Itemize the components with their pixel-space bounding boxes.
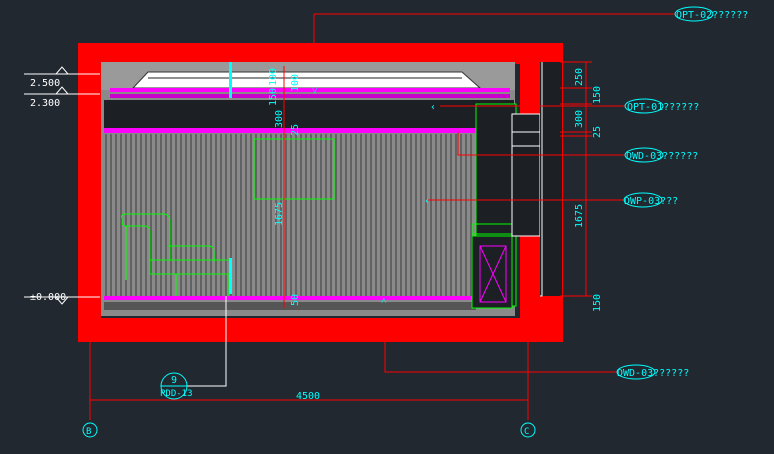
grid-axis-right-circle: [520, 422, 536, 438]
leader-dwd03-top: [457, 132, 626, 156]
leader-section: [186, 296, 227, 387]
leader-dwd03-bottom: [384, 342, 618, 373]
right-void-outline: [540, 62, 543, 297]
callout-bubble-opt02: [674, 6, 714, 22]
total-width-label: 4500: [296, 391, 320, 402]
right-dimension-ticks: [560, 61, 592, 297]
wall-picture-frame: [253, 138, 335, 200]
ceiling-magenta-band-2: [110, 94, 510, 98]
dim-250: 250: [574, 68, 585, 86]
right-wall-lower-block: [520, 234, 540, 318]
dim-1675: 1675: [574, 204, 585, 228]
header-dark-band: [104, 100, 514, 132]
inner-dim-150: 150: [268, 88, 279, 106]
right-void: [540, 62, 562, 296]
callout-dwd03-top-label: DWD-03??????: [626, 151, 698, 162]
inner-dim-1675: 1675: [274, 202, 285, 226]
inner-dim-100: 100: [268, 68, 279, 86]
inner-dim-25: 25: [290, 124, 301, 136]
callout-opt02-label: OPT-02??????: [676, 10, 748, 21]
callout-opt01-label: OPT-01??????: [627, 102, 699, 113]
dim-150-a: 150: [592, 86, 603, 104]
wall-panelling: [105, 134, 472, 296]
callout-dwp03-label: DWP-03???: [624, 196, 678, 207]
grid-axis-left-circle: [82, 422, 98, 438]
dim-150-b: 150: [592, 294, 603, 312]
dim-25: 25: [592, 126, 603, 138]
skirting-magenta: [104, 296, 476, 300]
inner-dim-50: 50: [290, 294, 301, 306]
leader-opt02: [313, 13, 676, 43]
right-column: [511, 113, 541, 237]
callout-bubble-dwd03-bottom: [616, 364, 656, 380]
section-mark-bottom: PDD-13: [160, 389, 193, 399]
ceiling-marker: [229, 62, 232, 98]
grid-axis-left-label: B: [86, 427, 91, 437]
level-marks: [24, 66, 100, 305]
wall-top-edge: [515, 62, 563, 64]
arrow-mark-opt01: ‹: [430, 102, 436, 113]
grid-axis-right-label: C: [524, 427, 529, 437]
callout-bubble-opt01: [624, 98, 664, 114]
callout-bubble-dwd03-top: [624, 147, 664, 163]
header-magenta-strip: [104, 128, 476, 133]
ceiling-cornice: [131, 71, 482, 89]
skirting-base: [104, 302, 476, 310]
level-floor-label: ±0.000: [30, 292, 66, 303]
callout-dwd03-bottom-label: DWD-03??????: [617, 368, 689, 379]
inner-dim-300: 300: [274, 110, 285, 128]
level-second-label: 2.300: [30, 98, 60, 109]
cabinet-door: [479, 245, 507, 303]
ceiling-magenta-band: [110, 88, 510, 92]
level-top-label: 2.500: [30, 78, 60, 89]
arrow-mark-ceiling: ˅: [312, 86, 318, 97]
right-wall-upper-block: [520, 62, 540, 114]
section-mark-top: 9: [171, 375, 177, 386]
arrow-mark-floor: ˄: [381, 296, 387, 307]
floor-marker: [229, 258, 232, 294]
callout-bubble-dwp03: [623, 192, 663, 208]
cabinet-cross: [479, 245, 507, 303]
arrow-mark-dwp03: ‹: [424, 196, 430, 207]
dim-300: 300: [574, 110, 585, 128]
inner-dim-100-b: 100: [290, 74, 301, 92]
